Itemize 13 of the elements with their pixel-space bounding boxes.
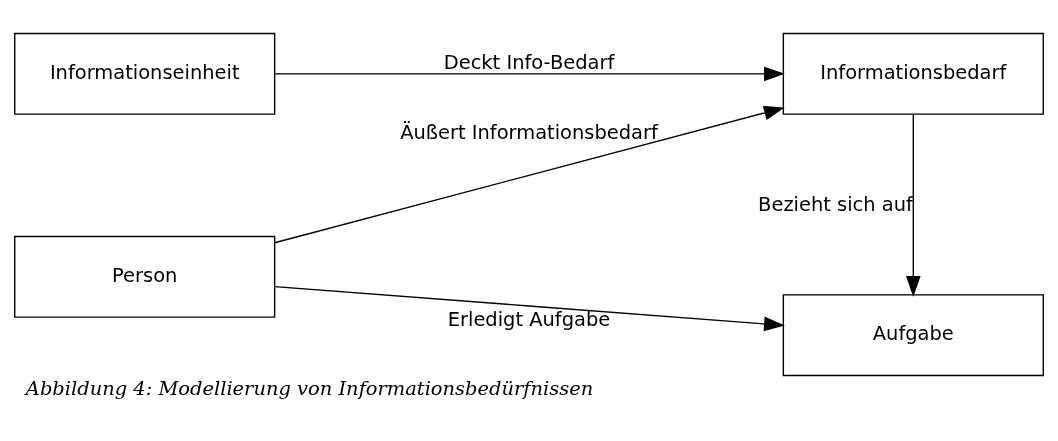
edge-label: Äußert Informationsbedarf <box>400 121 658 145</box>
arrow <box>274 105 785 244</box>
caption: Abbildung 4: Modellierung von Informationsbedürfnissen <box>25 377 594 401</box>
edge-label: Deckt Info-Bedarf <box>443 50 615 74</box>
node-box: Informationsbedarf <box>782 32 1044 115</box>
arrow <box>274 66 785 82</box>
node-box: Aufgabe <box>782 294 1044 377</box>
edge-label: Erledigt Aufgabe <box>447 307 611 331</box>
arrow <box>274 285 785 332</box>
edge-label: Bezieht sich auf <box>758 193 913 217</box>
arrow <box>906 113 921 297</box>
node-box: Informationseinheit <box>14 32 276 115</box>
node-box: Person <box>14 235 276 318</box>
